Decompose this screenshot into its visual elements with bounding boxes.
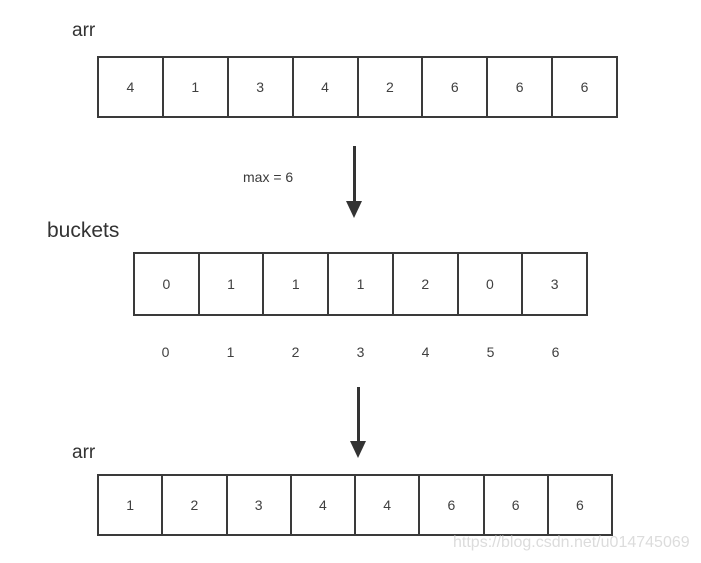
bottom-array-cell: 4 xyxy=(289,474,356,536)
top-array-cell: 1 xyxy=(161,56,229,118)
bucket-index-label: 5 xyxy=(486,344,495,360)
top-array-cell: 6 xyxy=(551,56,618,118)
buckets-array-cell: 0 xyxy=(456,252,524,316)
arrow-head xyxy=(350,441,366,458)
bucket-index-label: 2 xyxy=(291,344,300,360)
buckets-array-cell: 3 xyxy=(521,252,589,316)
bottom-array-cell: 6 xyxy=(482,474,549,536)
max-annotation: max = 6 xyxy=(243,169,294,185)
top-array-cell: 3 xyxy=(226,56,294,118)
buckets-array-cell: 0 xyxy=(133,252,200,316)
bucket-index-label: 3 xyxy=(356,344,365,360)
buckets-array-label: buckets xyxy=(47,219,120,242)
top-array-cell: 6 xyxy=(421,56,489,118)
arrow-shaft xyxy=(352,146,356,201)
down-arrow-icon xyxy=(350,387,366,458)
bucket-index-label: 4 xyxy=(421,344,430,360)
bucket-index-label: 0 xyxy=(161,344,170,360)
down-arrow-icon xyxy=(346,146,362,218)
buckets-array-cell: 1 xyxy=(197,252,265,316)
top-array-cell: 6 xyxy=(486,56,554,118)
arrow-shaft xyxy=(356,387,360,441)
bottom-array-cell: 1 xyxy=(97,474,164,536)
top-array-cell: 4 xyxy=(97,56,164,118)
top-array-cell: 2 xyxy=(356,56,424,118)
top-array-label: arr xyxy=(72,20,96,41)
bucket-index-label: 1 xyxy=(226,344,235,360)
arrow-head xyxy=(346,201,362,218)
top-array-cell: 4 xyxy=(291,56,359,118)
bucket-index-row: 0 1 2 3 4 5 6 xyxy=(133,344,588,360)
bottom-array-cell: 6 xyxy=(418,474,485,536)
watermark-url: https://blog.csdn.net/u014745069 xyxy=(453,534,690,551)
buckets-array-cell: 2 xyxy=(391,252,459,316)
bucket-index-label: 6 xyxy=(551,344,560,360)
bottom-array-label: arr xyxy=(72,442,96,463)
bottom-array-cell: 6 xyxy=(546,474,613,536)
buckets-array-cell: 1 xyxy=(262,252,330,316)
bottom-array-cell: 3 xyxy=(225,474,292,536)
bottom-array-cell: 4 xyxy=(354,474,421,536)
bottom-array-cell: 2 xyxy=(161,474,228,536)
buckets-array-cell: 1 xyxy=(327,252,394,316)
